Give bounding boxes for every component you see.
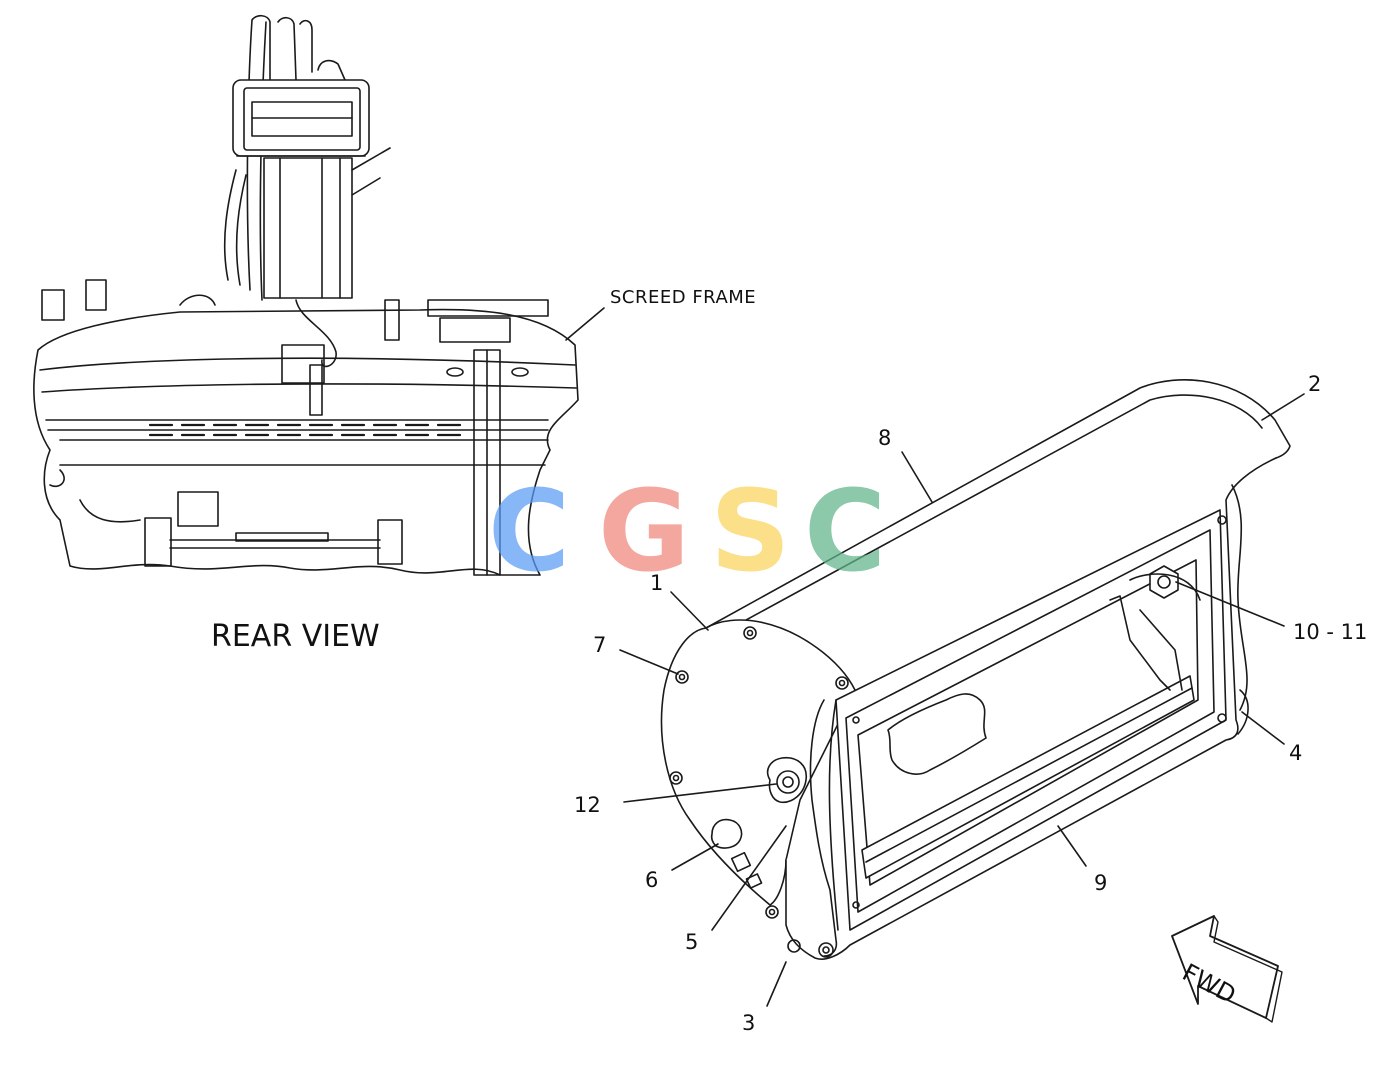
callout-3: 3 [742, 1011, 756, 1035]
watermark-letter-c2: C [804, 467, 887, 597]
screed-frame-leader [565, 307, 605, 341]
callout-7: 7 [593, 633, 607, 657]
rear-view-assembly [33, 14, 579, 576]
callout-12: 12 [574, 793, 601, 817]
rear-view-caption: REAR VIEW [211, 619, 380, 654]
fwd-arrow [1171, 915, 1283, 1023]
watermark-letter-g: G [598, 467, 690, 597]
callout-6: 6 [645, 868, 659, 892]
callout-2: 2 [1308, 372, 1322, 396]
callout-8: 8 [878, 426, 892, 450]
callout-5: 5 [685, 930, 699, 954]
watermark-letter-s: S [710, 467, 791, 597]
callout-4: 4 [1289, 741, 1303, 765]
cover-assembly [660, 379, 1291, 960]
callout-1: 1 [650, 571, 664, 595]
callout-9: 9 [1094, 871, 1108, 895]
callout-10-11: 10 - 11 [1293, 620, 1368, 644]
watermark-letter-c1: C [488, 467, 571, 597]
callout-leaders [619, 393, 1305, 1007]
screed-frame-label: SCREED FRAME [610, 287, 757, 308]
